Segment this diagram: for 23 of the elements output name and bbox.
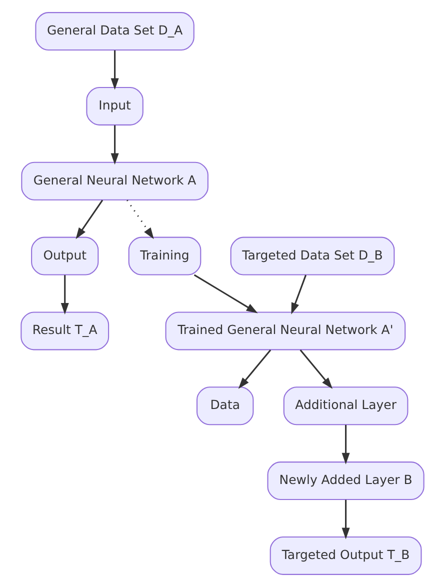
node-box: Additional Layer xyxy=(283,386,408,426)
node-box: Training xyxy=(128,236,202,276)
arrow xyxy=(238,350,272,389)
arrow xyxy=(194,274,258,314)
node-box: Output xyxy=(31,236,99,276)
node-box: General Data Set D_A xyxy=(35,12,194,51)
arrow xyxy=(110,125,119,165)
node-box: Targeted Data Set D_B xyxy=(230,236,395,276)
node-box: General Neural Network A xyxy=(21,162,208,200)
node-box: Newly Added Layer B xyxy=(267,462,424,500)
arrow xyxy=(76,200,104,240)
arrow xyxy=(60,275,69,314)
node-box: Data xyxy=(196,386,254,426)
node-box: Trained General Neural Network A' xyxy=(165,312,406,350)
node-box: Targeted Output T_B xyxy=(270,536,422,575)
arrow xyxy=(342,500,350,540)
arrow xyxy=(126,200,154,240)
node-box: Result T_A xyxy=(20,312,110,350)
arrow xyxy=(110,50,119,90)
arrow xyxy=(342,424,350,464)
node-box: Input xyxy=(86,86,144,126)
arrow xyxy=(300,350,333,389)
arrow xyxy=(291,274,307,314)
